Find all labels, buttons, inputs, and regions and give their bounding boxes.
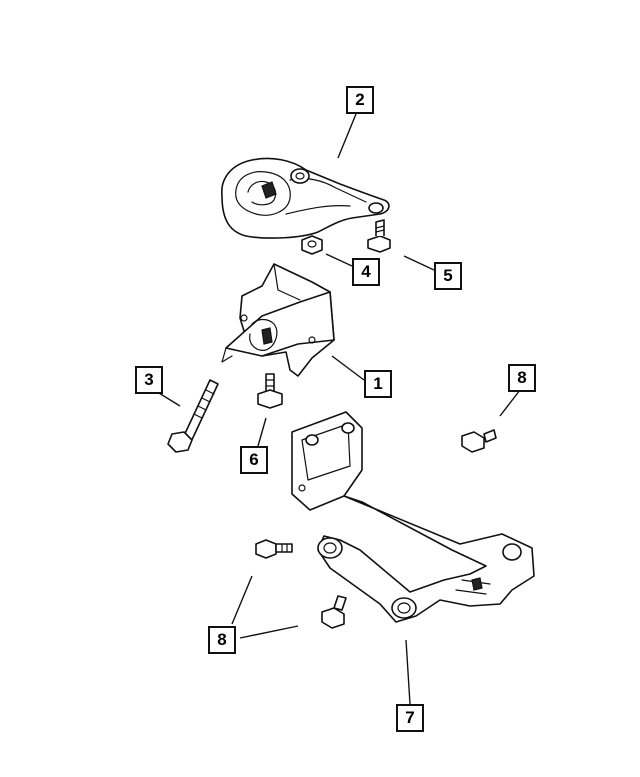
leader-6	[257, 417, 267, 447]
callout-2: 2	[346, 86, 374, 114]
leader-1	[331, 355, 365, 381]
callout-8-left: 8	[208, 626, 236, 654]
leader-8b-upper	[231, 575, 253, 625]
callout-7: 7	[396, 704, 424, 732]
long-bolt-part-3	[167, 379, 219, 453]
leader-8b-lower	[239, 625, 299, 639]
bolt-part-5	[367, 219, 391, 253]
leader-2	[337, 113, 357, 159]
leader-8a	[499, 389, 521, 417]
bolt-part-8-right	[461, 429, 497, 453]
leader-4	[325, 253, 353, 267]
callout-1: 1	[364, 370, 392, 398]
bolt-part-6	[257, 373, 283, 409]
bolt-part-8-left	[255, 539, 293, 559]
leader-7	[405, 639, 411, 705]
callout-3: 3	[135, 366, 163, 394]
engine-mount-insulator-part	[221, 157, 390, 239]
callout-8-right: 8	[508, 364, 536, 392]
leader-5	[403, 255, 435, 271]
callout-5: 5	[434, 262, 462, 290]
crossmember-bracket-part	[291, 411, 535, 623]
callout-4: 4	[352, 258, 380, 286]
nut-part	[301, 235, 323, 255]
mount-bracket-part	[221, 263, 335, 377]
callout-6: 6	[240, 446, 268, 474]
bolt-part-8-bottom	[321, 595, 347, 629]
